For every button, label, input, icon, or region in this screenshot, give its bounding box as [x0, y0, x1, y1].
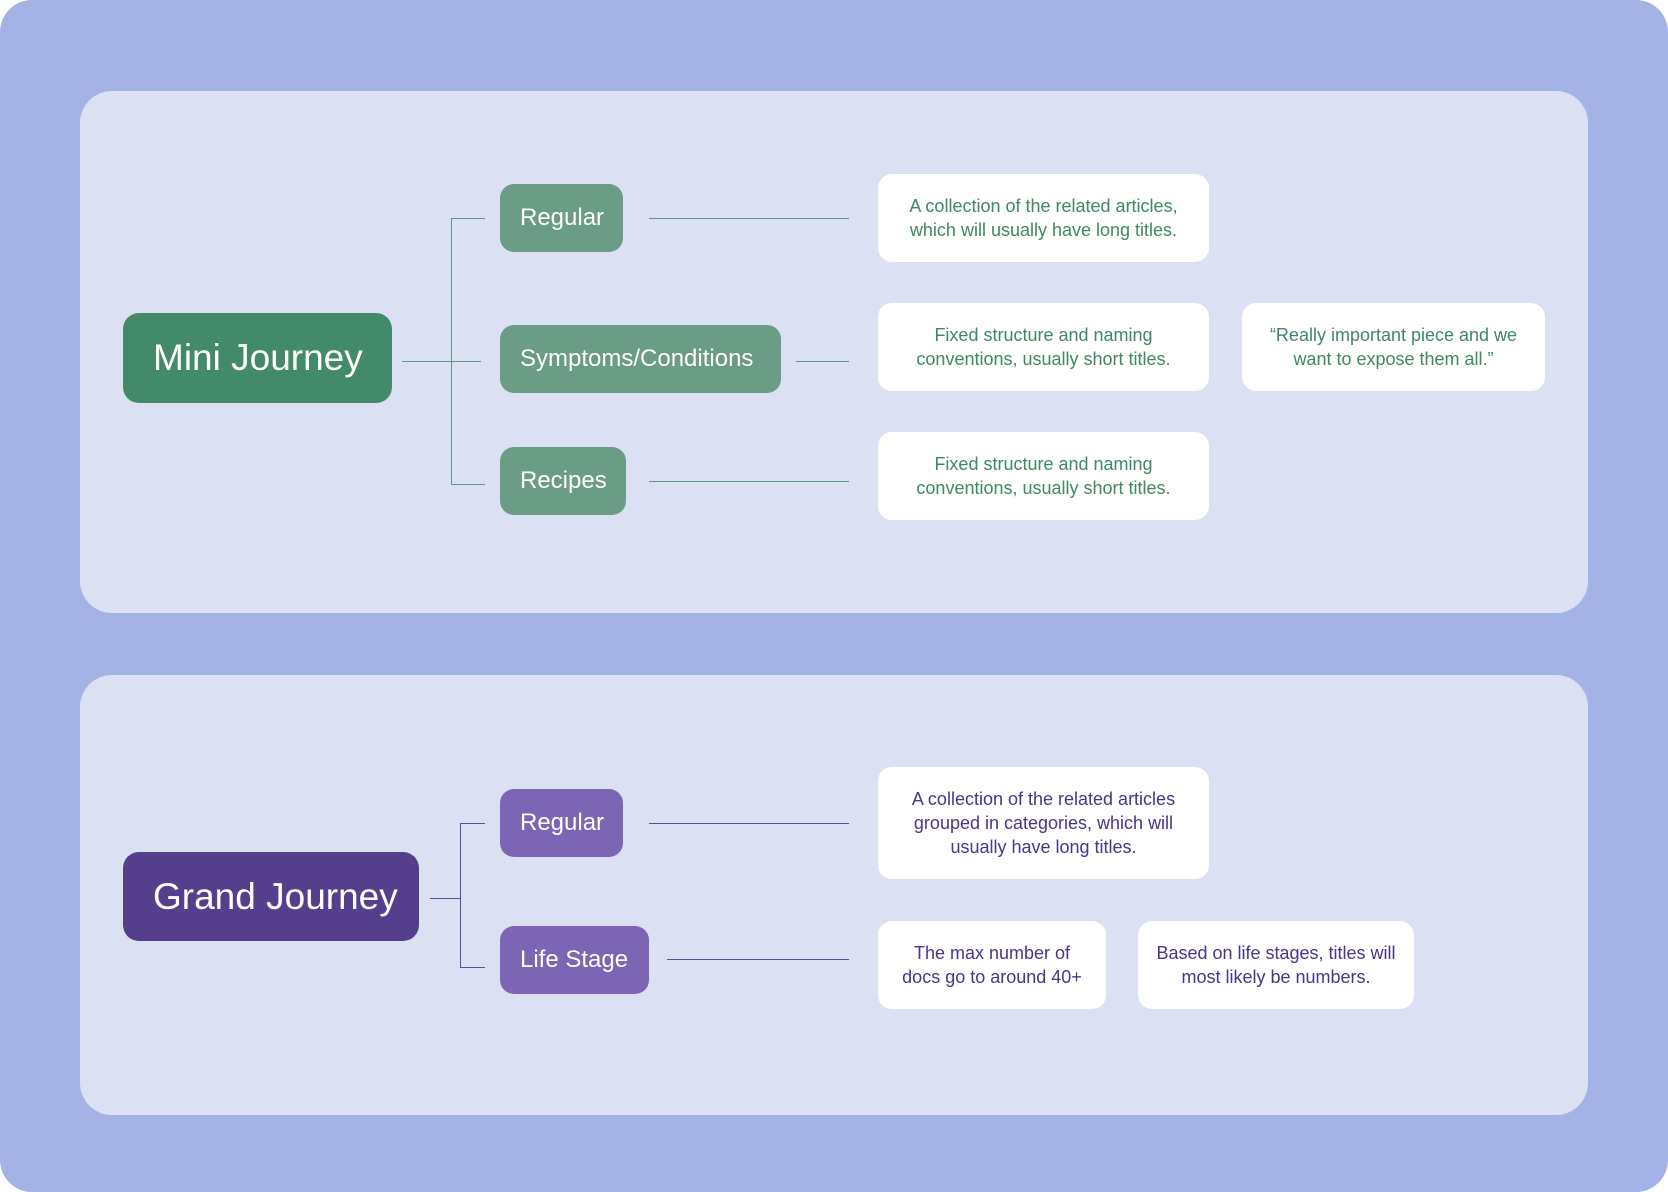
mini-vertical-connector: [451, 218, 452, 485]
grand-branch-life-stage: Life Stage: [500, 926, 649, 994]
mini-branch-symptoms-conditions: Symptoms/Conditions: [500, 325, 781, 393]
mini-branch-symptoms-label: Symptoms/Conditions: [520, 345, 754, 372]
mini-branch-regular: Regular: [500, 184, 623, 252]
grand-journey-root-label: Grand Journey: [153, 875, 398, 917]
mini-journey-root-node: Mini Journey: [123, 313, 392, 403]
grand-regular-note-connector: [649, 823, 849, 824]
mini-regular-note: A collection of the related articles, wh…: [878, 174, 1209, 262]
mini-recipes-note-connector: [649, 481, 849, 482]
grand-regular-note: A collection of the related articles gro…: [878, 767, 1209, 879]
mini-branch-recipes: Recipes: [500, 447, 626, 515]
grand-life-stage-connector: [460, 967, 485, 968]
mini-symptoms-note-text: Fixed structure and naming conventions, …: [916, 325, 1171, 369]
mini-recipes-connector: [451, 484, 485, 485]
grand-life-stage-titles-note: Based on life stages, titles will most l…: [1138, 921, 1414, 1009]
mini-journey-root-label: Mini Journey: [153, 337, 363, 378]
mini-regular-note-text: A collection of the related articles, wh…: [909, 196, 1178, 240]
grand-regular-note-text: A collection of the related articles gro…: [911, 789, 1176, 857]
grand-journey-root-node: Grand Journey: [123, 852, 419, 941]
mini-symptoms-note-connector: [796, 361, 849, 362]
grand-life-stage-note: The max number of docs go to around 40+: [878, 921, 1106, 1009]
mini-symptoms-quote-text: “Really important piece and we want to e…: [1269, 325, 1518, 369]
grand-life-stage-note-connector: [667, 959, 849, 960]
mini-regular-note-connector: [649, 218, 849, 219]
grand-life-stage-titles-note-text: Based on life stages, titles will most l…: [1156, 943, 1396, 987]
mini-regular-connector: [451, 218, 485, 219]
grand-root-connector: [430, 898, 461, 899]
grand-branch-regular: Regular: [500, 789, 623, 857]
grand-life-stage-note-text: The max number of docs go to around 40+: [902, 943, 1082, 987]
mini-symptoms-note: Fixed structure and naming conventions, …: [878, 303, 1209, 391]
mini-recipes-note: Fixed structure and naming conventions, …: [878, 432, 1209, 520]
grand-branch-life-stage-label: Life Stage: [520, 946, 629, 973]
grand-regular-connector: [460, 823, 485, 824]
mini-branch-recipes-label: Recipes: [520, 467, 607, 494]
mini-recipes-note-text: Fixed structure and naming conventions, …: [916, 454, 1171, 498]
mini-root-connector: [402, 361, 481, 362]
grand-branch-regular-label: Regular: [520, 809, 605, 836]
mini-symptoms-quote-note: “Really important piece and we want to e…: [1242, 303, 1545, 391]
mini-branch-regular-label: Regular: [520, 204, 605, 231]
grand-vertical-connector: [460, 823, 461, 968]
